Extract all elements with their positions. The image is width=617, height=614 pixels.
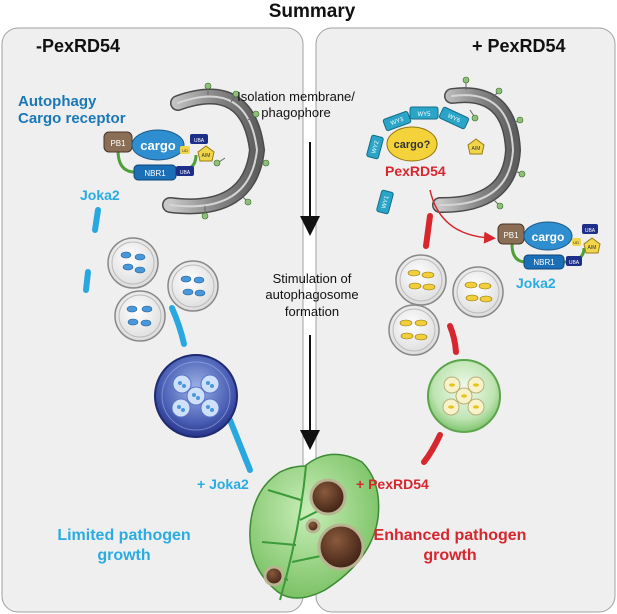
left-joka2-complex: PB1 cargo NBR1 UBA UBA UD AIM [103,129,215,181]
right-cargo-blob [523,221,573,251]
autophagy-label: Autophagy [18,93,97,110]
svg-text:WY2: WY2 [371,140,380,155]
uba-top [190,134,208,144]
left-phagophore [162,88,266,215]
right-aim-motif [467,138,485,155]
svg-text:WY3: WY3 [390,117,405,127]
membrane-label-2: phagophore [261,105,330,120]
pexrd54-label: PexRD54 [385,163,446,179]
enhanced-growth-label-2: growth [423,547,476,564]
enhanced-growth-label-1: Enhanced pathogen [374,527,527,544]
leaf [249,453,380,601]
svg-text:UBA: UBA [180,170,191,176]
right-heading: + PexRD54 [472,36,566,56]
left-dashed-arc [83,207,253,473]
wy6-domain [438,106,470,130]
svg-text:UD: UD [182,148,188,153]
right-panel [315,27,616,613]
svg-text:AIM: AIM [202,153,211,159]
svg-text:WY1: WY1 [381,195,390,210]
stim-label-1: Stimulation of [273,271,352,286]
svg-text:UBA: UBA [194,138,205,144]
right-autolysosome [427,359,501,433]
right-complex-aim [583,237,601,254]
leaf-lesions [263,478,365,587]
left-atg8-markers [201,82,270,220]
right-ud-domain [572,238,581,246]
wy1-domain [376,189,394,215]
right-uba-bottom [566,256,582,266]
right-vesicles [388,254,504,356]
right-joka2-complex: PB1 cargo NBR1 UBA UBA UD AIM [497,221,601,270]
wy3-domain [382,110,412,132]
left-heading: -PexRD54 [36,36,120,56]
svg-text:NBR1: NBR1 [533,258,555,267]
svg-text:PB1: PB1 [110,139,126,148]
left-autolysosome [154,354,238,438]
svg-text:NBR1: NBR1 [144,169,166,178]
svg-text:UBA: UBA [585,228,596,234]
stim-label-2: autophagosome [265,287,358,302]
svg-text:cargo: cargo [532,230,565,244]
svg-text:WY6: WY6 [446,113,461,124]
svg-text:UD: UD [573,240,579,245]
right-nbr1-domain [523,254,565,270]
limited-growth-label-1: Limited pathogen [57,527,190,544]
right-joka2-label: Joka2 [516,275,556,291]
left-vesicles [107,237,219,342]
wy2-domain [366,134,384,160]
cargo-blob [131,129,185,161]
right-uba-top [582,224,598,234]
plus-pexrd54-label: + PexRD54 [356,476,429,492]
right-phagophore [432,87,522,214]
aim-motif [197,145,215,162]
plus-joka2-label: + Joka2 [197,476,249,492]
svg-text:cargo: cargo [140,138,175,153]
svg-text:UBA: UBA [569,260,580,266]
svg-text:PB1: PB1 [503,231,519,240]
cargo-question-blob [386,126,438,162]
stim-label-3: formation [285,304,339,319]
uba-bottom [176,166,194,176]
svg-text:cargo?: cargo? [394,139,431,151]
ud-domain [180,146,190,154]
svg-text:AIM: AIM [472,146,481,152]
limited-growth-label-2: growth [97,547,150,564]
svg-text:WY5: WY5 [417,112,431,118]
left-joka2-label: Joka2 [80,187,120,203]
figure-title: Summary [269,1,356,22]
membrane-label-1: Isolation membrane/ [237,89,355,104]
right-dashed-arc [421,213,459,465]
right-atg8-markers [462,76,526,210]
red-displacement-arrow [429,189,496,244]
svg-text:AIM: AIM [588,245,597,251]
pexrd54-effector: cargo? WY1 WY2 WY3 WY5 WY6 AIM [366,106,485,215]
wy5-domain [409,106,439,120]
cargo-receptor-label: Cargo receptor [18,110,126,127]
